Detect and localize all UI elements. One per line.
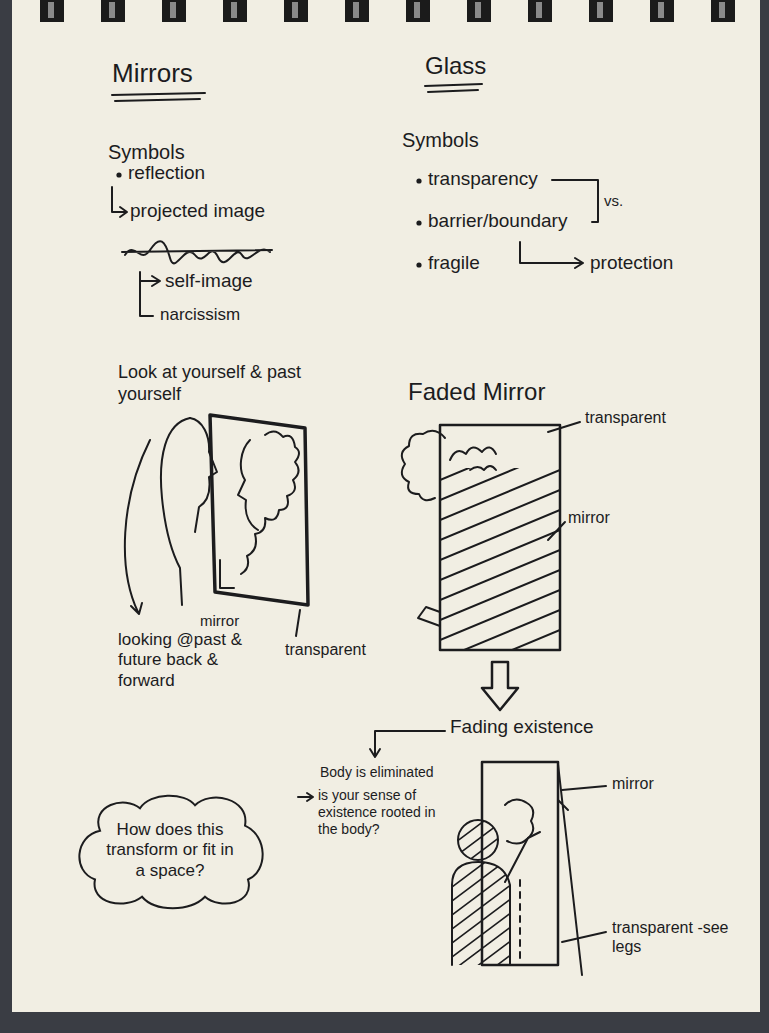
faded-reflection [450, 447, 496, 470]
symbol-item: projected image [130, 200, 265, 223]
sketch-title: Fading existence [450, 716, 594, 739]
part-label: transparent [285, 640, 366, 659]
seen-legs [519, 880, 521, 960]
symbol-item: transparency [428, 168, 538, 191]
sketch-title: Look at yourself & past yourself [118, 362, 303, 405]
part-label: mirror [200, 612, 239, 630]
cloud-text: How does this transform or fit in a spac… [102, 820, 238, 881]
curly-hair [402, 431, 445, 500]
curly-hair [241, 431, 299, 574]
mirror-frame [210, 415, 308, 605]
note: looking @past & future back & forward [118, 630, 278, 691]
heading: Glass [425, 52, 486, 81]
bracket-arrow [370, 731, 445, 757]
bent-arrow [112, 187, 127, 217]
easel-leg [558, 764, 582, 975]
curved-arrow [125, 440, 150, 614]
crossed-out-scribble [122, 241, 272, 263]
mirror-hatching [441, 468, 559, 649]
subheading: Symbols [108, 140, 185, 164]
head-profile [161, 418, 190, 605]
figure-hatching [440, 780, 520, 1022]
versus-note: vs. [604, 192, 623, 210]
symbol-item: narcissism [160, 305, 240, 325]
note: Body is eliminated [320, 764, 434, 781]
part-label: transparent [585, 408, 666, 427]
part-label: mirror [568, 508, 610, 527]
symbol-item: barrier/boundary [428, 210, 567, 233]
protection-arrow [520, 242, 583, 268]
symbol-item: fragile [428, 252, 480, 275]
double-underline [112, 93, 205, 101]
reflection-face [238, 440, 258, 530]
leader-line [296, 610, 300, 636]
bullets [116, 172, 421, 267]
subheading: Symbols [402, 128, 479, 152]
sketch-title: Faded Mirror [408, 378, 545, 407]
bracket-arrow [140, 272, 160, 316]
symbol-item: protection [590, 252, 673, 275]
mirror-corner [220, 560, 234, 588]
symbol-item: reflection [128, 162, 205, 185]
part-label: transparent -see legs [612, 918, 732, 956]
cloud-path [79, 796, 262, 908]
heading: Mirrors [112, 58, 193, 89]
symbol-item: self-image [165, 270, 253, 293]
small-arrow [298, 793, 313, 801]
part-label: mirror [612, 774, 654, 793]
leader-line [548, 422, 580, 432]
paper [12, 0, 760, 1012]
hand [418, 607, 440, 626]
leader-line [562, 786, 606, 790]
spiral-highlight [48, 2, 725, 18]
leader-line [548, 522, 565, 540]
note: is your sense of existence rooted in the… [318, 787, 448, 837]
figure-arm [505, 832, 540, 882]
hollow-arrow [482, 662, 518, 710]
thought-cloud: How does this transform or fit in a spac… [70, 790, 270, 912]
leader-line [562, 932, 606, 942]
double-underline [425, 84, 482, 92]
spiral-binding [40, 0, 735, 22]
